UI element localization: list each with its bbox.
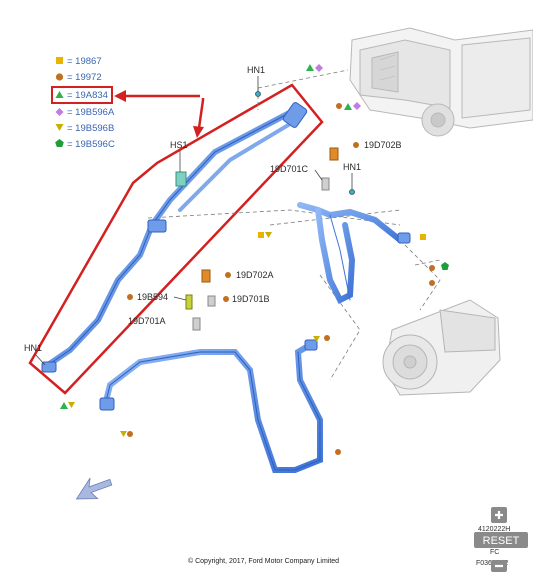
triangle-down-marker-icon	[313, 336, 320, 342]
reset-button[interactable]: RESET	[474, 532, 528, 548]
direction-arrow-icon	[75, 477, 113, 500]
diagram-markers	[60, 64, 449, 455]
triangle-down-marker-icon	[68, 402, 75, 408]
plus-icon	[495, 511, 503, 519]
compressor-drawing	[382, 299, 501, 396]
circle-marker-icon	[429, 280, 435, 286]
square-marker-icon	[258, 232, 264, 238]
circle-marker-icon	[225, 272, 231, 278]
hose-discharge	[297, 202, 411, 305]
square-marker-icon	[420, 234, 426, 240]
triangle-down-marker-icon	[265, 232, 272, 238]
triangle-marker-icon	[60, 402, 68, 409]
circle-marker-icon	[223, 296, 229, 302]
callout-hn1-top: HN1	[247, 65, 265, 75]
callout-leaders	[34, 76, 355, 366]
pentagon-marker-icon	[441, 262, 449, 270]
hose-highlight-outline	[28, 83, 324, 395]
callout-19d702a: 19D702A	[236, 270, 274, 280]
triangle-marker-icon	[344, 103, 352, 110]
reset-label: RESET	[483, 535, 520, 547]
circle-marker-icon	[55, 73, 64, 81]
legend-highlight-box	[51, 86, 113, 104]
callout-19d702b: 19D702B	[364, 140, 402, 150]
diamond-marker-icon	[315, 64, 323, 72]
callout-hs1: HS1	[170, 140, 188, 150]
arrow-left-icon	[114, 90, 126, 102]
legend-label: = 19B596A	[67, 107, 115, 118]
legend-item-19b596c: = 19B596C	[55, 139, 115, 150]
circle-marker-icon	[127, 294, 133, 300]
circle-marker-icon	[353, 142, 359, 148]
fittings	[175, 147, 339, 331]
legend-item-19b596a: = 19B596A	[55, 107, 115, 118]
circle-marker-icon	[127, 431, 133, 437]
legend: = 19867 = 19972 = 19A834 = 19B596A = 19B…	[51, 56, 115, 150]
legend-item-19867: = 19867	[56, 56, 102, 67]
hvac-unit-drawing	[349, 27, 533, 137]
callout-labels: HN1 HS1 HN1 HN1 19D702B 19D701C 19D702A …	[24, 65, 402, 353]
arrow-line	[197, 98, 205, 129]
legend-item-19b596b: = 19B596B	[55, 123, 114, 134]
hose-19a834	[41, 102, 308, 373]
callout-19d701c: 19D701C	[270, 164, 309, 174]
triangle-marker-icon	[306, 64, 314, 71]
callout-19b594: 19B594	[137, 292, 168, 302]
copyright-text: © Copyright, 2017, Ford Motor Company Li…	[188, 557, 339, 565]
legend-item-19a834: = 19A834	[51, 86, 113, 104]
triangle-marker-icon	[55, 91, 64, 98]
arrow-down-icon	[193, 126, 204, 138]
legend-label: = 19972	[67, 72, 102, 83]
legend-label: = 19B596B	[67, 123, 114, 134]
legend-label: = 19A834	[67, 90, 108, 101]
diamond-marker-icon	[55, 108, 64, 116]
highlight-arrow	[114, 90, 205, 138]
legend-label: = 19867	[67, 56, 102, 67]
ref-code: 4120222H	[478, 526, 510, 533]
circle-marker-icon	[336, 103, 342, 109]
circle-marker-icon	[335, 449, 341, 455]
fc-label: FC	[490, 549, 499, 556]
callout-hn1-left: HN1	[24, 343, 42, 353]
square-marker-icon	[56, 57, 63, 64]
callout-19d701a: 19D701A	[128, 316, 166, 326]
triangle-down-marker-icon	[120, 431, 127, 437]
legend-label: = 19B596C	[67, 139, 115, 150]
callout-19d701b: 19D701B	[232, 294, 270, 304]
triangle-down-marker-icon	[55, 124, 64, 131]
circle-marker-icon	[324, 335, 330, 341]
legend-item-19972: = 19972	[55, 72, 102, 83]
callout-hn1-right: HN1	[343, 162, 361, 172]
circle-marker-icon	[429, 265, 435, 271]
hose-liquid	[99, 339, 323, 473]
pentagon-marker-icon	[55, 139, 64, 147]
diamond-marker-icon	[353, 102, 361, 110]
zoom-in-button[interactable]	[491, 507, 507, 523]
zoom-out-button[interactable]	[491, 560, 507, 572]
